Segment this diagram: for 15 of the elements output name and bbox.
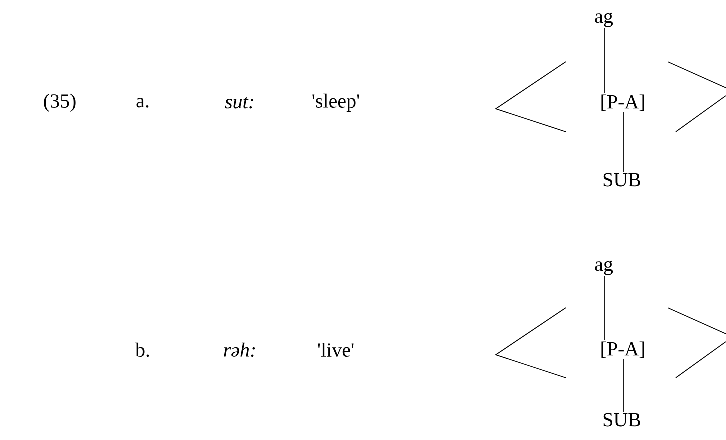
example-text: rəh: <box>224 342 256 358</box>
example-text: 'live' <box>318 342 354 358</box>
example-text: b. <box>136 342 150 358</box>
example-text: (35) <box>44 94 76 112</box>
node-label: SUB <box>604 413 640 427</box>
example-text: sut: <box>225 97 254 109</box>
node-label: ag <box>595 12 614 28</box>
connector-line <box>604 28 606 94</box>
connector-line <box>604 276 606 341</box>
example-text: a. <box>136 98 149 108</box>
node-label: ag <box>595 260 614 276</box>
node-label: [P-A] <box>602 342 644 358</box>
example-text: 'sleep' <box>312 94 360 112</box>
node-label: [P-A] <box>602 94 644 112</box>
node-label: SUB <box>604 173 640 187</box>
